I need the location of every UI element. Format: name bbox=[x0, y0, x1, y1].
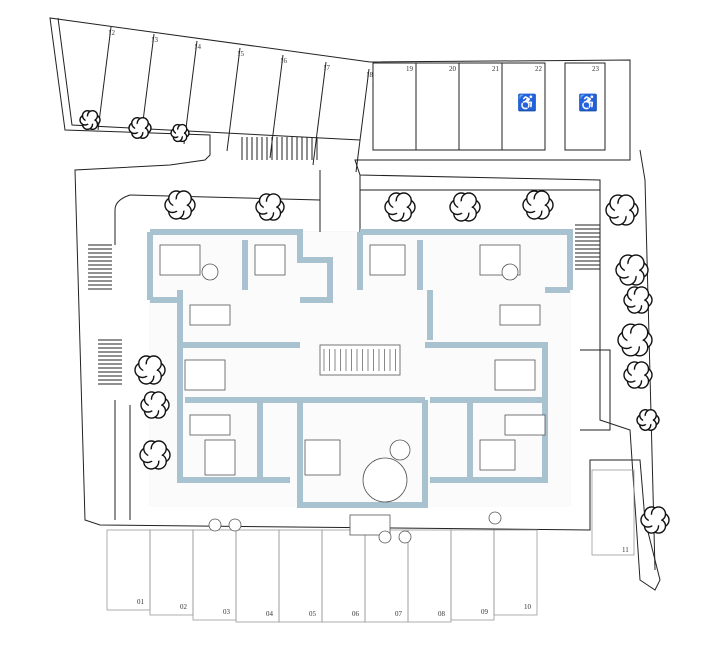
parking-number: 10 bbox=[524, 603, 532, 611]
parking-number: 14 bbox=[194, 43, 202, 51]
furniture-item bbox=[204, 439, 236, 476]
tree-icon bbox=[522, 190, 554, 220]
parking-number: 18 bbox=[366, 71, 374, 79]
parking-number: 01 bbox=[137, 598, 145, 606]
shrub-icon bbox=[228, 518, 242, 532]
parking-number: 16 bbox=[280, 57, 288, 65]
furniture-item bbox=[499, 304, 541, 326]
parking-space-21: 21 bbox=[458, 62, 503, 151]
parking-space-16: 16 bbox=[269, 54, 288, 159]
central-staircase bbox=[319, 344, 401, 376]
parking-space-03: 03 bbox=[192, 529, 237, 621]
parking-space-11: 11 bbox=[591, 469, 635, 556]
furniture-item bbox=[254, 244, 286, 276]
tree-icon bbox=[623, 361, 653, 389]
parking-number: 21 bbox=[492, 65, 500, 73]
parking-space-19: 19 bbox=[372, 62, 417, 151]
parking-number: 23 bbox=[592, 65, 600, 73]
wheelchair-icon: ♿ bbox=[517, 93, 537, 112]
parking-space-02: 02 bbox=[149, 529, 194, 616]
tree-icon bbox=[640, 506, 670, 534]
parking-space-06: 06 bbox=[321, 529, 366, 623]
parking-space-18: 18 bbox=[355, 68, 374, 173]
parking-number: 19 bbox=[406, 65, 414, 73]
parking-space-07: 07 bbox=[364, 529, 409, 623]
shrub-icon bbox=[208, 518, 222, 532]
furniture-item bbox=[189, 414, 231, 436]
furniture-item bbox=[304, 439, 341, 476]
parking-number: 03 bbox=[223, 608, 231, 616]
parking-space-09: 09 bbox=[450, 529, 495, 621]
shrub-icon bbox=[488, 511, 502, 525]
parking-number: 22 bbox=[535, 65, 543, 73]
tree-icon bbox=[255, 193, 285, 221]
tree-icon bbox=[636, 409, 660, 431]
parking-space-15: 15 bbox=[226, 47, 245, 152]
parking-number: 20 bbox=[449, 65, 457, 73]
tree-icon bbox=[134, 355, 166, 385]
tree-icon bbox=[140, 391, 170, 419]
exterior-stairs bbox=[88, 137, 600, 385]
parking-number: 12 bbox=[108, 29, 116, 37]
furniture-item bbox=[504, 414, 546, 436]
tree-icon bbox=[615, 254, 649, 286]
furniture-item bbox=[349, 514, 391, 536]
table-icon bbox=[389, 439, 411, 461]
parking-number: 13 bbox=[151, 36, 159, 44]
parking-space-17: 17 bbox=[312, 61, 331, 166]
tree-icon bbox=[617, 323, 653, 357]
furniture-item bbox=[159, 244, 201, 276]
tree-icon bbox=[128, 117, 152, 139]
furniture-item bbox=[189, 304, 231, 326]
parking-number: 09 bbox=[481, 608, 489, 616]
tree-icon bbox=[449, 192, 481, 222]
table-icon bbox=[501, 263, 519, 281]
furniture-item bbox=[479, 439, 516, 471]
trees bbox=[79, 109, 670, 544]
parking-number: 17 bbox=[323, 64, 331, 72]
parking-space-05: 05 bbox=[278, 529, 323, 623]
parking-space-12: 12 bbox=[97, 26, 116, 131]
furniture-item bbox=[369, 244, 406, 276]
parking-space-08: 08 bbox=[407, 529, 452, 623]
table-icon bbox=[201, 263, 219, 281]
shrub-icon bbox=[398, 530, 412, 544]
parking-space-23: 23 ♿ bbox=[564, 62, 606, 151]
shrub-icon bbox=[378, 530, 392, 544]
tree-icon bbox=[164, 190, 196, 220]
parking-number: 11 bbox=[622, 546, 629, 554]
parking-number: 07 bbox=[395, 610, 403, 618]
parking-number: 08 bbox=[438, 610, 446, 618]
tree-icon bbox=[605, 194, 639, 226]
tree-icon bbox=[170, 123, 190, 143]
tree-icon bbox=[139, 440, 171, 470]
parking-number: 02 bbox=[180, 603, 188, 611]
furniture-item bbox=[494, 359, 536, 391]
table-icon bbox=[362, 457, 408, 503]
parking-space-22: 22 ♿ bbox=[501, 62, 546, 151]
parking-number: 06 bbox=[352, 610, 360, 618]
parking-space-01: 01 bbox=[106, 529, 151, 611]
furniture bbox=[159, 244, 546, 536]
parking-number: 05 bbox=[309, 610, 317, 618]
parking-space-10: 10 bbox=[493, 529, 538, 616]
tree-icon bbox=[79, 109, 101, 131]
parking-number: 04 bbox=[266, 610, 274, 618]
parking-number: 15 bbox=[237, 50, 245, 58]
building-walls bbox=[147, 229, 573, 508]
wheelchair-icon: ♿ bbox=[578, 93, 598, 112]
furniture-item bbox=[184, 359, 226, 391]
parking-space-20: 20 bbox=[415, 62, 460, 151]
tree-icon bbox=[384, 192, 416, 222]
tree-icon bbox=[623, 286, 653, 314]
parking-space-04: 04 bbox=[235, 529, 280, 623]
central-stair-treads bbox=[323, 349, 396, 371]
